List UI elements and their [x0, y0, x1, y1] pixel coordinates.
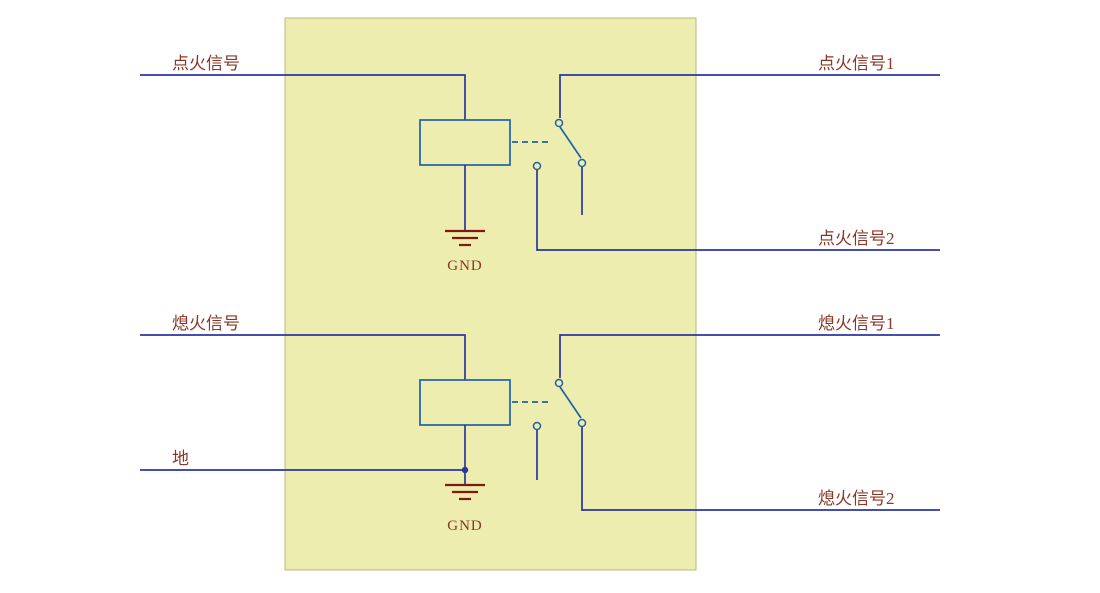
- ignition-ground-symbol: [445, 229, 485, 247]
- ignition-switch-blade: [559, 126, 582, 159]
- flameout-switch-left-pin: [532, 421, 542, 431]
- flameout-output1-wire: [559, 334, 940, 378]
- relay-module-body: [284, 17, 697, 571]
- ground-wire-label: 地: [172, 449, 189, 468]
- flameout-output2-label: 熄火信号2: [818, 489, 895, 508]
- ignition-input-wire: [140, 74, 466, 120]
- ignition-gnd-label: GND: [447, 258, 483, 274]
- ignition-output2-label: 点火信号2: [818, 229, 895, 248]
- flameout-switch-right-pin: [577, 418, 587, 428]
- flameout-circuit: 熄火信号 地 GND 熄火信号1 熄火信号2: [140, 314, 940, 534]
- ignition-output1-wire: [559, 74, 940, 118]
- flameout-switch-common-pin: [554, 378, 564, 388]
- flameout-switch-blade: [559, 386, 582, 419]
- flameout-output1-label: 熄火信号1: [818, 314, 895, 333]
- ignition-output1-label: 点火信号1: [818, 54, 895, 73]
- flameout-input-wire: [140, 334, 466, 380]
- flameout-ground-symbol: [445, 483, 485, 501]
- ignition-output2-wire: [536, 170, 940, 251]
- ignition-switch-right-pin: [577, 158, 587, 168]
- flameout-gnd-label: GND: [447, 518, 483, 534]
- ignition-switch-common-pin: [554, 118, 564, 128]
- ignition-input-label: 点火信号: [172, 54, 240, 73]
- flameout-output2-wire: [581, 427, 940, 511]
- flameout-input-label: 熄火信号: [172, 314, 240, 333]
- ignition-circuit: 点火信号 GND 点火信号1 点火信号2: [140, 54, 940, 274]
- ignition-switch-left-pin: [532, 161, 542, 171]
